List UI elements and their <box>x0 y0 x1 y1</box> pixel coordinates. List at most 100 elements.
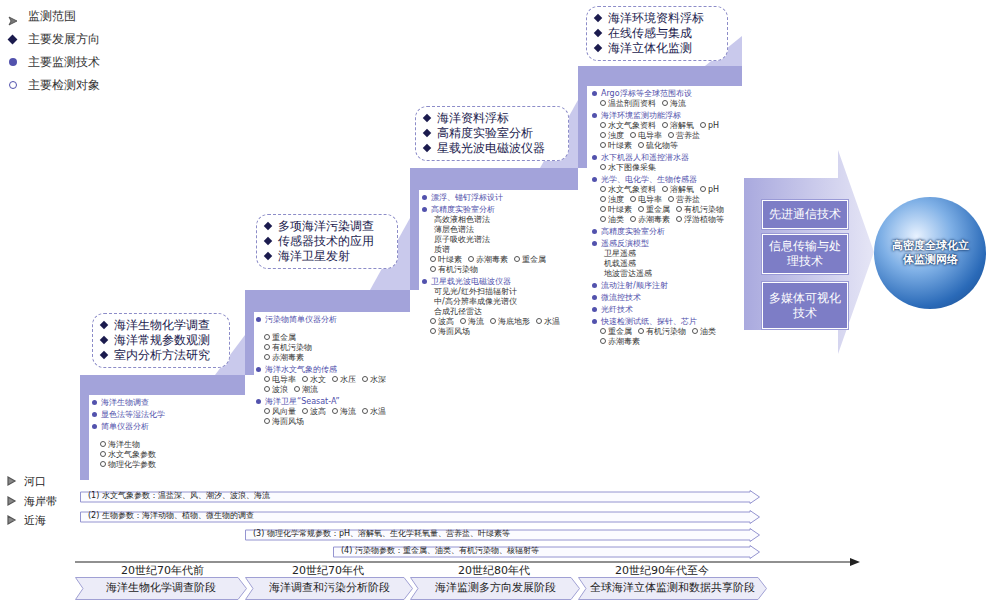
technique-row: 遥感反演模型 <box>592 239 742 249</box>
object-item: 波高 <box>430 317 454 327</box>
object-ring <box>468 256 474 262</box>
object-ring <box>600 196 606 202</box>
method-text: 地波雷达遥感 <box>592 269 742 279</box>
object-item: 电导率 <box>630 195 662 205</box>
direction-row: 海洋环境资料浮标 <box>595 11 721 26</box>
object-ring <box>332 376 338 382</box>
technique-dot <box>256 399 261 404</box>
technique-dot <box>592 229 597 234</box>
method-text: 机载遥感 <box>592 259 742 269</box>
object-text: 水文气象资料 <box>608 121 656 130</box>
technique-text: 污染物简单仪器分析 <box>265 315 337 324</box>
technique-dot <box>256 367 261 372</box>
legend-symbol <box>8 11 18 30</box>
stage-chevron-text: 全球海洋立体监测和数据共享阶段 <box>590 581 755 594</box>
technique-text: 海洋生物调查 <box>101 398 149 407</box>
diamond-bullet <box>264 222 272 230</box>
globe-node-text: 高密度全球化立体监测网络 <box>891 239 969 267</box>
technique-row: Argo浮标等全球范围布设 <box>592 89 742 99</box>
technique-row: 卫星载光波电磁波仪器 <box>422 277 576 287</box>
object-text: 有机污染物 <box>646 327 686 336</box>
object-text: 赤潮毒素 <box>608 337 640 346</box>
technique-row: 海洋卫星“Seasat-A” <box>256 397 408 407</box>
technique-row: 简单仪器分析 <box>92 422 242 432</box>
object-ring <box>100 451 106 457</box>
object-ring <box>600 186 606 192</box>
object-item: 叶绿素 <box>600 141 632 151</box>
legend-symbol <box>8 35 18 45</box>
object-ring <box>600 206 606 212</box>
object-text: 海底地形 <box>498 317 530 326</box>
object-text: 电导率 <box>638 131 662 140</box>
technique-dot <box>592 307 597 312</box>
direction-row: 海洋生物化学调查 <box>101 318 223 333</box>
method-text: 可见光/红外扫描辐射计 <box>422 287 576 297</box>
stage-chevron-text: 海洋监测多方向发展阶段 <box>435 581 556 594</box>
object-item: 水下图像采集 <box>600 163 656 173</box>
object-text: 硫化物等 <box>646 141 678 150</box>
object-ring <box>700 122 706 128</box>
object-group: 水下图像采集 <box>592 163 742 173</box>
technique-row: 微流控技术 <box>592 293 742 303</box>
object-item: 海流 <box>662 99 686 109</box>
object-item: 水压 <box>332 375 356 385</box>
object-text: 水深 <box>370 375 386 384</box>
object-item: 水文气象资料 <box>600 121 656 131</box>
method-text: 合成孔径雷达 <box>422 307 576 317</box>
technology-box-text: 先进通信技术 <box>769 207 841 222</box>
object-text: 叶绿素 <box>438 255 462 264</box>
object-text: 重金属 <box>272 333 296 342</box>
technique-text: 简单仪器分析 <box>101 422 149 431</box>
object-ring <box>264 408 270 414</box>
object-item: 海底地形 <box>490 317 530 327</box>
technique-dot <box>592 177 597 182</box>
method-text: 薄层色谱法 <box>422 225 576 235</box>
object-group: 叶绿素赤潮毒素重金属有机污染物 <box>422 255 576 275</box>
object-text: 水下图像采集 <box>608 163 656 172</box>
legend-text: 主要监测技术 <box>28 54 100 70</box>
object-text: 浮游植物等 <box>684 215 724 224</box>
method-text: 卫星遥感 <box>592 249 742 259</box>
object-ring <box>600 216 606 222</box>
direction-text: 星载光波电磁波仪器 <box>437 141 545 155</box>
object-item: 水温 <box>362 407 386 417</box>
technique-text: 光纤技术 <box>601 305 633 314</box>
object-item: 重金属 <box>600 327 632 337</box>
object-item: 水深 <box>362 375 386 385</box>
object-ring <box>662 122 668 128</box>
object-item: 溶解氧 <box>662 121 694 131</box>
object-text: pH <box>708 121 719 130</box>
legend-text: 主要发展方向 <box>28 31 100 47</box>
technique-dot <box>592 91 597 96</box>
object-item: 叶绿素 <box>600 205 632 215</box>
diamond-bullet <box>423 114 431 122</box>
object-ring <box>430 318 436 324</box>
stage-chevron: 海洋监测多方向发展阶段 <box>410 577 580 600</box>
object-text: 水压 <box>340 375 356 384</box>
scope-label: 近海 <box>24 514 46 528</box>
diamond-bullet <box>100 321 108 329</box>
object-ring <box>302 376 308 382</box>
direction-box: 海洋资料浮标高精度实验室分析星载光波电磁波仪器 <box>415 106 569 161</box>
object-group: 重金属有机污染物油类赤潮毒素 <box>592 327 742 347</box>
technique-row: 高精度实验室分析 <box>592 227 742 237</box>
object-row: 海洋生物 <box>92 440 242 450</box>
object-item: 硫化物等 <box>638 141 678 151</box>
diamond-bullet <box>423 144 431 152</box>
object-ring <box>600 122 606 128</box>
object-text: 浊度 <box>608 131 624 140</box>
object-group: 波高海流海底地形水温海面风场 <box>422 317 576 337</box>
object-text: 油类 <box>608 215 624 224</box>
object-ring <box>490 318 496 324</box>
object-group: 温盐剖面资料海流 <box>592 99 742 109</box>
object-item: 赤潮毒素 <box>630 215 670 225</box>
technology-box-text: 信息传输与处理技术 <box>767 239 843 269</box>
object-ring <box>676 216 682 222</box>
stage-chevron: 海洋生物化学调查阶段 <box>75 577 247 600</box>
technique-row: 海洋生物调查 <box>92 398 242 408</box>
object-ring <box>600 328 606 334</box>
technique-dot <box>592 319 597 324</box>
object-item: 水文 <box>302 375 326 385</box>
object-item: 叶绿素 <box>430 255 462 265</box>
diamond-bullet <box>264 237 272 245</box>
